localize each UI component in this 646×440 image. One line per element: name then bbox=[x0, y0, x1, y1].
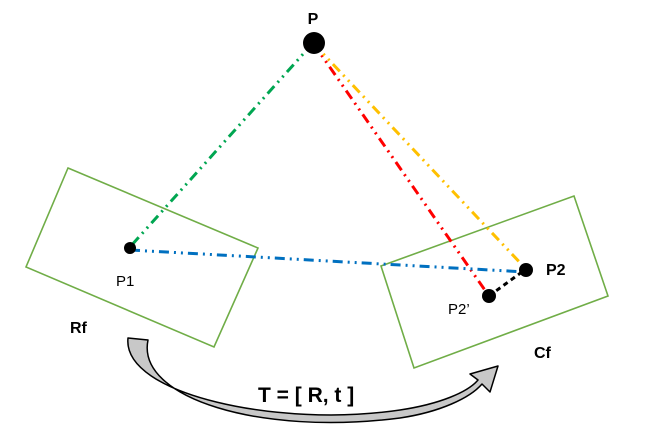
label-rf: Rf bbox=[70, 320, 88, 337]
ray-p-to-p2-prime bbox=[311, 42, 491, 297]
transform-arrow bbox=[127, 337, 499, 424]
frame-rf bbox=[24, 166, 260, 349]
line-p1-to-p2 bbox=[129, 248, 527, 274]
ray-p-to-p2 bbox=[311, 41, 528, 271]
label-transform: T = [ R, t ] bbox=[258, 384, 354, 407]
label-p2-prime: P2’ bbox=[448, 301, 470, 318]
label-p: P bbox=[308, 11, 319, 28]
point-p-marker bbox=[303, 32, 325, 54]
point-p1-marker bbox=[124, 242, 136, 254]
frame-cf bbox=[380, 194, 610, 370]
ray-p-to-p1 bbox=[128, 41, 315, 249]
label-p1: P1 bbox=[116, 273, 134, 290]
point-p2-prime-marker bbox=[482, 289, 496, 303]
label-cf: Cf bbox=[534, 345, 552, 362]
point-p2-marker bbox=[519, 263, 533, 277]
label-p2: P2 bbox=[546, 262, 566, 279]
line-p2-to-p2-prime bbox=[488, 267, 527, 298]
